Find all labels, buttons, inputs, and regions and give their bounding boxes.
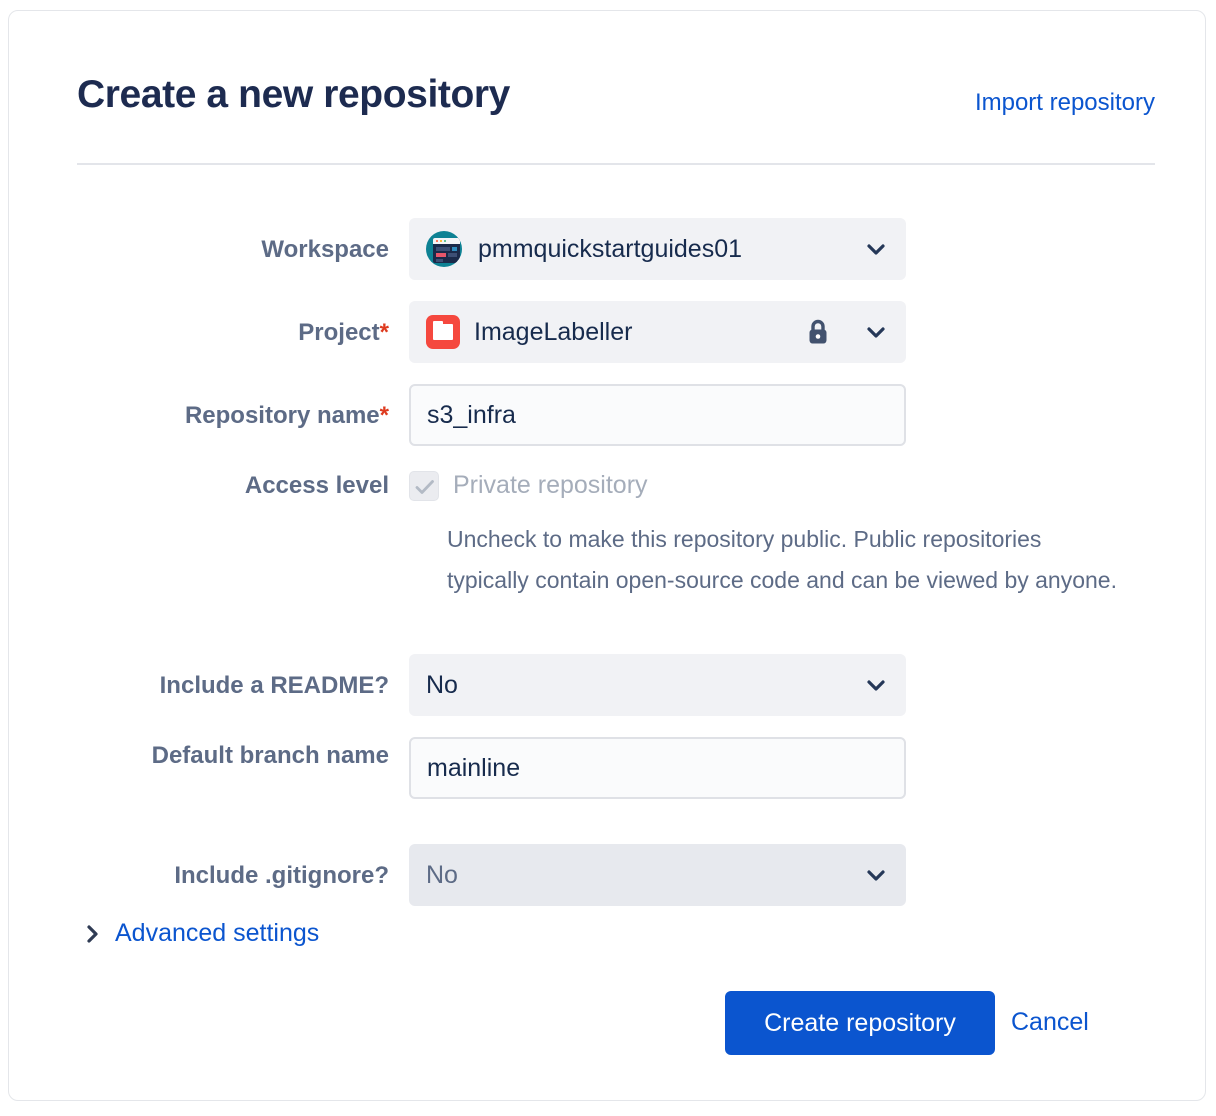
include-readme-label: Include a README? bbox=[159, 672, 389, 699]
access-level-label: Access level bbox=[244, 472, 389, 499]
workspace-value: pmmquickstartguides01 bbox=[478, 234, 743, 263]
repository-name-label: Repository name* bbox=[184, 402, 389, 429]
workspace-avatar-icon bbox=[426, 231, 462, 267]
project-value: ImageLabeller bbox=[474, 317, 633, 346]
chevron-right-icon bbox=[85, 923, 101, 945]
project-label: Project* bbox=[298, 319, 389, 346]
workspace-label: Workspace bbox=[261, 236, 389, 263]
page-title: Create a new repository bbox=[77, 73, 510, 116]
chevron-down-icon bbox=[865, 321, 887, 343]
repository-name-input[interactable] bbox=[409, 384, 906, 446]
default-branch-name-label: Default branch name bbox=[151, 742, 389, 769]
default-branch-name-input[interactable] bbox=[409, 737, 906, 799]
cancel-button[interactable]: Cancel bbox=[1011, 1008, 1089, 1036]
access-level-control: Private repository bbox=[409, 467, 906, 504]
project-avatar-icon bbox=[426, 315, 460, 349]
lock-icon bbox=[805, 317, 831, 347]
include-gitignore-select[interactable]: No bbox=[409, 844, 906, 906]
advanced-settings-toggle[interactable]: Advanced settings bbox=[85, 919, 319, 948]
advanced-settings-label: Advanced settings bbox=[115, 919, 320, 947]
repository-name-field[interactable] bbox=[409, 384, 906, 446]
project-select[interactable]: ImageLabeller bbox=[409, 301, 906, 363]
chevron-down-icon bbox=[865, 864, 887, 886]
create-repository-card: Create a new repository Import repositor… bbox=[8, 10, 1206, 1101]
include-gitignore-value: No bbox=[426, 860, 458, 889]
private-repository-label: Private repository bbox=[453, 471, 648, 499]
workspace-select[interactable]: pmmquickstartguides01 bbox=[409, 218, 906, 280]
include-readme-value: No bbox=[426, 670, 458, 699]
private-repository-checkbox[interactable] bbox=[409, 470, 439, 501]
chevron-down-icon bbox=[865, 238, 887, 260]
card-header: Create a new repository Import repositor… bbox=[69, 73, 1155, 135]
header-divider bbox=[77, 163, 1155, 165]
include-readme-select[interactable]: No bbox=[409, 654, 906, 716]
include-gitignore-label: Include .gitignore? bbox=[174, 862, 389, 889]
required-marker: * bbox=[379, 319, 389, 346]
default-branch-name-field[interactable] bbox=[409, 737, 906, 799]
required-marker: * bbox=[379, 402, 389, 429]
access-level-help-text: Uncheck to make this repository public. … bbox=[447, 526, 1117, 593]
import-repository-link[interactable]: Import repository bbox=[974, 89, 1155, 116]
chevron-down-icon bbox=[865, 674, 887, 696]
create-repository-button[interactable]: Create repository bbox=[725, 991, 995, 1055]
